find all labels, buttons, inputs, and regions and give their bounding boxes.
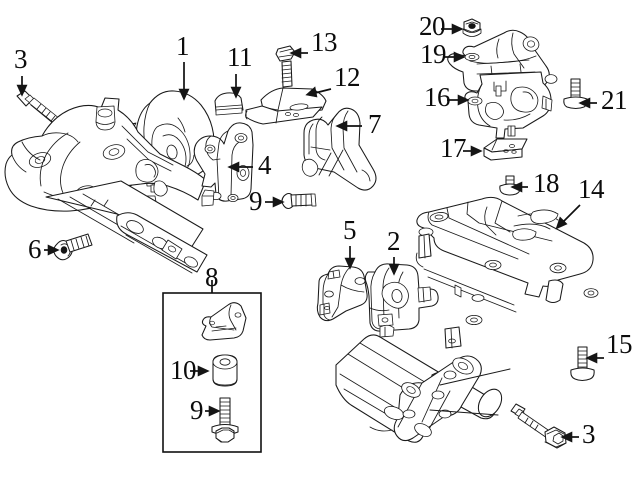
callout-number-21: 21 (601, 85, 628, 115)
part-mount-bolt-upper (281, 192, 317, 210)
callout-number-15: 15 (606, 329, 633, 359)
callout-number-19: 19 (420, 39, 447, 69)
callout-number-18: 18 (533, 168, 560, 198)
callout-number-12: 12 (334, 62, 361, 92)
callout-number-5: 5 (343, 215, 357, 245)
callout-number-10: 10 (170, 355, 197, 385)
part-flange-nut (462, 18, 482, 37)
callout-number-20: 20 (419, 11, 446, 41)
callout-number-14: 14 (578, 174, 605, 204)
callout-number-9-lower: 9 (190, 395, 204, 425)
part-flange-bolt-small (499, 175, 521, 196)
part-engine-mount-bracket-right (301, 107, 377, 191)
part-engine-support-bracket (193, 122, 254, 207)
part-hex-head-bolt (275, 45, 296, 88)
callout-number-3-lower: 3 (582, 419, 596, 449)
part-mount-bolt-in-box (211, 397, 239, 443)
part-transmission-support-crossmember (415, 196, 599, 349)
boxed-group-8 (162, 280, 262, 453)
part-mount-bolt-short (563, 78, 588, 110)
part-transmission-mount (364, 263, 439, 338)
part-bracket-in-box (201, 302, 247, 341)
part-engine-transmission-assembly (335, 334, 511, 443)
callout-number-1: 1 (176, 31, 190, 61)
callout-number-2: 2 (387, 226, 401, 256)
callout-number-17: 17 (440, 133, 467, 163)
callout-number-3: 3 (14, 44, 28, 74)
part-rubber-bushing-spacer (212, 354, 238, 387)
part-mount-stopper-plate (483, 138, 528, 161)
part-mount-bracket-heat-shield (316, 265, 368, 322)
part-mount-stopper-pad (214, 92, 244, 116)
callout-number-16: 16 (424, 82, 451, 112)
callout-number-13: 13 (311, 27, 338, 57)
part-front-subframe (4, 97, 208, 274)
callout-number-11: 11 (227, 42, 253, 72)
part-hex-flange-bolt-long-lower (510, 403, 567, 449)
callout-number-4: 4 (258, 150, 272, 180)
callout-leaders (16, 23, 604, 443)
callout-number-7: 7 (368, 109, 382, 139)
part-transmission-mount-lower (464, 71, 553, 139)
callout-number-9-upper: 9 (249, 186, 263, 216)
callout-number-8: 8 (205, 262, 219, 292)
part-flange-bolt-short (53, 233, 93, 261)
part-self-tapping-bolt (570, 346, 595, 382)
callout-number-6: 6 (28, 234, 42, 264)
